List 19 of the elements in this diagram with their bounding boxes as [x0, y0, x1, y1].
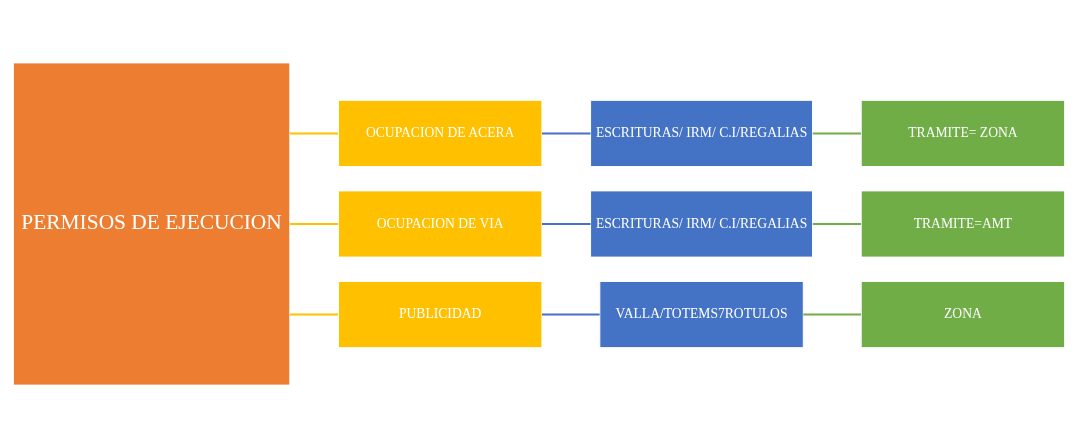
node-box: TRAMITE=AMT: [860, 190, 1066, 258]
connector: [811, 132, 862, 135]
connector: [289, 313, 340, 316]
node-box: ZONA: [860, 280, 1066, 349]
node-box: OCUPACION DE ACERA: [338, 99, 543, 168]
connector: [289, 223, 340, 225]
connector: [541, 132, 592, 135]
connector: [541, 313, 601, 316]
node-box: ESCRITURAS/ IRM/ C.I/REGALIAS: [590, 99, 814, 168]
node-box: OCUPACION DE VIA: [338, 190, 543, 258]
node-box: TRAMITE= ZONA: [860, 99, 1066, 168]
connector: [541, 223, 592, 225]
connector: [289, 132, 340, 135]
node-box: PERMISOS DE EJECUCION: [12, 62, 291, 386]
connector: [811, 223, 862, 225]
node-box: VALLA/TOTEMS7ROTULOS: [599, 280, 804, 349]
node-box: ESCRITURAS/ IRM/ C.I/REGALIAS: [590, 190, 814, 258]
connector: [802, 313, 862, 316]
node-box: PUBLICIDAD: [338, 280, 543, 349]
